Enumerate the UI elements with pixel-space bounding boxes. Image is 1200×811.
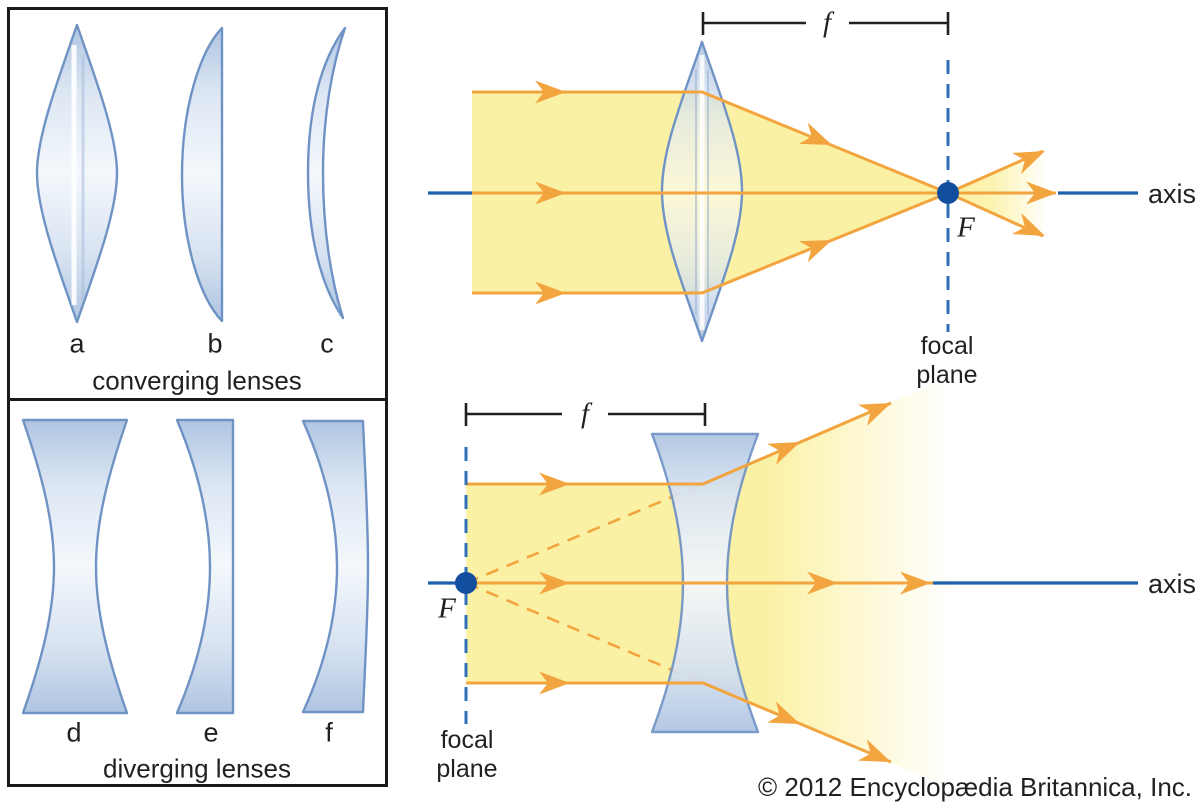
focal-length-label-bottom: f bbox=[580, 397, 590, 430]
focal-length-bracket bbox=[701, 12, 950, 35]
focal-point-dot bbox=[937, 182, 959, 204]
lens-f-diverging-meniscus bbox=[301, 419, 370, 714]
lens-e-planoconcave bbox=[175, 418, 235, 715]
lens-a-biconvex bbox=[35, 23, 119, 324]
lens-label-e: e bbox=[203, 717, 219, 748]
diverging-lens-diagram bbox=[428, 377, 1138, 788]
focal-plane-label-top: focal plane bbox=[916, 332, 978, 389]
focal-length-label-top: f bbox=[822, 6, 832, 39]
diverging-panel-border bbox=[7, 398, 388, 787]
converging-panel-caption: converging lenses bbox=[92, 365, 302, 396]
lens-d-biconcave bbox=[21, 418, 129, 715]
diverging-lens-panel bbox=[7, 398, 388, 787]
axis-label-top: axis bbox=[1148, 179, 1197, 209]
ray-arrowheads bbox=[535, 80, 1057, 305]
ray-arrowheads bbox=[539, 403, 931, 762]
light-rays bbox=[466, 401, 933, 764]
axis-label-bottom: axis bbox=[1148, 569, 1197, 599]
focal-plane-label-bottom: focal plane bbox=[436, 726, 498, 783]
lens-label-a: a bbox=[69, 328, 85, 359]
focal-point-dot bbox=[455, 572, 477, 594]
copyright-notice: © 2012 Encyclopædia Britannica, Inc. bbox=[758, 772, 1192, 802]
focal-point-label-bottom: F bbox=[438, 592, 456, 625]
focal-point-label-top: F bbox=[957, 211, 975, 244]
lens-label-f: f bbox=[325, 717, 333, 748]
lens-label-b: b bbox=[207, 328, 223, 359]
lens-label-d: d bbox=[66, 717, 82, 748]
lens-c-meniscus bbox=[306, 26, 347, 320]
converging-lens-panel bbox=[7, 7, 388, 401]
focal-length-bracket bbox=[464, 403, 707, 426]
lens-label-c: c bbox=[320, 328, 334, 359]
diverging-panel-caption: diverging lenses bbox=[103, 753, 291, 784]
lens-b-planoconvex bbox=[180, 26, 224, 323]
converging-lens-diagram bbox=[428, 12, 1138, 343]
